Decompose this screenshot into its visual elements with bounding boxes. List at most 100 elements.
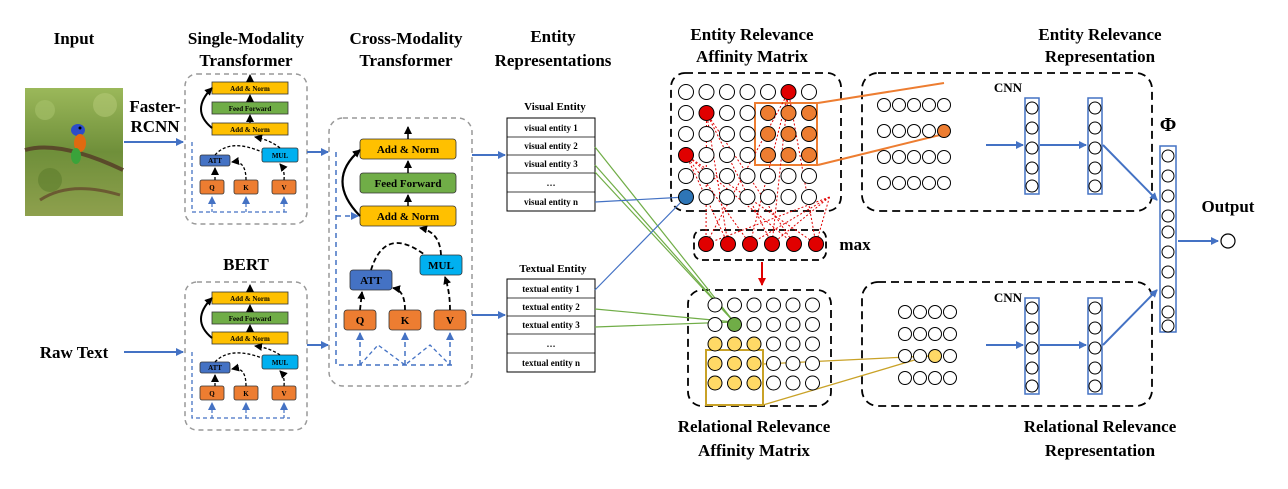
cnn-column-node bbox=[1088, 101, 1102, 115]
cnn-input-node bbox=[898, 349, 912, 363]
matrix-node bbox=[766, 375, 781, 391]
matrix-node bbox=[801, 168, 817, 184]
cnn-column-node bbox=[1088, 301, 1102, 315]
visual-entity-item: … bbox=[547, 178, 556, 188]
matrix-node bbox=[780, 84, 797, 100]
label-faster-rcnn-2: RCNN bbox=[130, 117, 180, 136]
matrix-node bbox=[739, 147, 756, 163]
header-relational-repr-1: Relational Relevance bbox=[1024, 417, 1177, 436]
matrix-node bbox=[719, 168, 735, 184]
svg-text:ATT: ATT bbox=[208, 157, 222, 165]
matrix-node bbox=[727, 336, 742, 352]
header-input: Input bbox=[54, 29, 95, 48]
single-modality-transformer-text: Add & Norm Feed Forward Add & Norm ATT M… bbox=[184, 281, 308, 431]
matrix-node bbox=[766, 297, 781, 313]
matrix-node bbox=[805, 336, 820, 352]
visual-entity-item: visual entity 2 bbox=[524, 141, 578, 151]
matrix-node bbox=[707, 317, 723, 332]
svg-text:Q: Q bbox=[209, 184, 215, 192]
phi-node bbox=[1161, 265, 1175, 279]
matrix-node bbox=[760, 84, 776, 100]
matrix-node bbox=[698, 84, 715, 100]
svg-text:MUL: MUL bbox=[272, 152, 289, 160]
matrix-node bbox=[746, 336, 762, 352]
cnn-input-node bbox=[898, 371, 912, 385]
input-bird-image bbox=[24, 88, 124, 216]
cnn-input-node bbox=[937, 124, 951, 138]
matrix-node bbox=[801, 84, 817, 100]
matrix-node bbox=[760, 126, 776, 142]
matrix-node bbox=[678, 168, 694, 184]
matrix-node bbox=[766, 356, 781, 371]
matrix-node bbox=[760, 105, 776, 121]
dotted-link bbox=[705, 91, 789, 245]
phi-node bbox=[1161, 149, 1175, 163]
label-phi: Φ bbox=[1160, 114, 1177, 136]
cnn-input-node bbox=[922, 124, 936, 138]
phi-node bbox=[1161, 305, 1175, 319]
dotted-link bbox=[771, 196, 830, 245]
cnn-input-node bbox=[937, 150, 951, 164]
cnn-input-node bbox=[877, 150, 891, 164]
matrix-node bbox=[780, 168, 797, 184]
matrix-node bbox=[739, 189, 756, 205]
textual-entity-item: … bbox=[547, 339, 556, 349]
matrix-node bbox=[780, 105, 797, 121]
max-pooling-row bbox=[693, 229, 827, 261]
cnn-input-node bbox=[913, 327, 927, 341]
matrix-node bbox=[678, 105, 694, 121]
cnn-column-node bbox=[1088, 179, 1102, 193]
phi-node bbox=[1161, 285, 1175, 299]
label-cnn-top: CNN bbox=[994, 80, 1023, 95]
matrix-node bbox=[780, 147, 797, 163]
cnn-column-node bbox=[1088, 341, 1102, 355]
matrix-node bbox=[678, 147, 694, 163]
textual-entity-table: Textual Entity textual entity 1 textual … bbox=[506, 263, 596, 373]
header-relational-affinity-2: Affinity Matrix bbox=[698, 441, 810, 460]
cnn-input-node bbox=[892, 176, 906, 190]
header-entity-repr-1: Entity bbox=[530, 27, 576, 46]
matrix-node bbox=[746, 297, 762, 313]
matrix-node bbox=[707, 297, 723, 313]
matrix-node bbox=[805, 356, 820, 371]
svg-text:Feed Forward: Feed Forward bbox=[229, 315, 272, 323]
svg-text:Add & Norm: Add & Norm bbox=[230, 295, 270, 303]
q-block bbox=[199, 385, 225, 401]
svg-text:ATT: ATT bbox=[360, 275, 382, 287]
cnn-input-node bbox=[907, 124, 921, 138]
cnn-column-node bbox=[1088, 161, 1102, 175]
cnn-input-node bbox=[937, 176, 951, 190]
header-entity-rel-repr-2: Representation bbox=[1045, 47, 1156, 66]
header-single-modality-2: Transformer bbox=[199, 51, 293, 70]
label-output: Output bbox=[1202, 197, 1255, 216]
cnn-input-node bbox=[898, 305, 912, 319]
cnn-input-node bbox=[928, 371, 942, 385]
matrix-node bbox=[719, 84, 735, 100]
label-raw-text: Raw Text bbox=[40, 343, 109, 362]
header-entity-repr-2: Representations bbox=[495, 51, 612, 70]
matrix-node bbox=[785, 336, 801, 352]
header-entity-affinity-2: Affinity Matrix bbox=[696, 47, 808, 66]
cnn-input-node bbox=[907, 150, 921, 164]
phi-node bbox=[1161, 189, 1175, 203]
matrix-node bbox=[719, 105, 735, 121]
cnn-column-node bbox=[1025, 321, 1039, 335]
cnn-input-node bbox=[892, 150, 906, 164]
svg-text:ATT: ATT bbox=[208, 364, 222, 372]
svg-text:Add & Norm: Add & Norm bbox=[377, 144, 439, 156]
label-faster-rcnn-1: Faster- bbox=[129, 97, 181, 116]
max-node bbox=[808, 236, 824, 252]
matrix-node bbox=[727, 375, 742, 391]
svg-text:Add & Norm: Add & Norm bbox=[377, 211, 439, 223]
textual-entity-item: textual entity 1 bbox=[522, 284, 580, 294]
max-node bbox=[698, 236, 714, 252]
cnn-column-node bbox=[1025, 301, 1039, 315]
cnn-input-node bbox=[892, 98, 906, 112]
phi-node bbox=[1161, 209, 1175, 223]
cnn-input-node bbox=[907, 176, 921, 190]
matrix-node bbox=[805, 297, 820, 313]
dotted-link bbox=[815, 196, 830, 245]
cnn-input-node bbox=[943, 349, 957, 363]
matrix-node bbox=[766, 317, 781, 332]
matrix-node bbox=[760, 168, 776, 184]
